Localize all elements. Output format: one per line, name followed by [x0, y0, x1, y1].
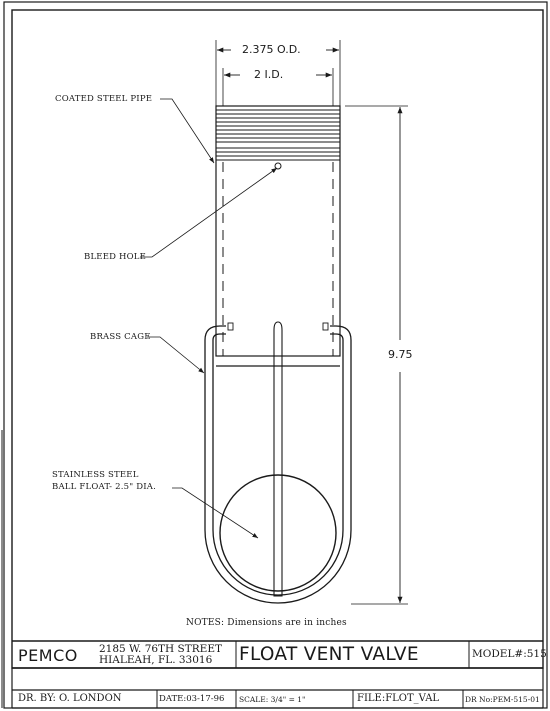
- coated-steel-pipe: [215, 105, 341, 357]
- file-name: FILE:FLOT_VAL: [357, 693, 440, 704]
- length-dimension-label: 9.75: [386, 348, 415, 361]
- drawing-scale: SCALE: 3/4" = 1": [239, 695, 306, 704]
- ball-float: [219, 474, 337, 592]
- notes-text: NOTES: Dimensions are in inches: [186, 618, 347, 628]
- ball-float-callout-line1: STAINLESS STEEL: [52, 470, 139, 480]
- address-line2: HIALEAH, FL. 33016: [99, 654, 213, 666]
- drawing-number: DR No:PEM-515-01: [465, 695, 540, 704]
- bleed-hole-callout: BLEED HOLE: [84, 252, 147, 262]
- cage-leader: [147, 336, 205, 374]
- pipe-leader: [160, 98, 215, 164]
- float-leader: [172, 487, 259, 539]
- outer-border: [3, 1, 548, 709]
- od-dimension-label: 2.375 O.D.: [240, 43, 303, 56]
- ball-float-callout-line2: BALL FLOAT- 2.5" DIA.: [52, 482, 157, 492]
- model-number: MODEL#:515: [472, 648, 547, 660]
- brass-cage-callout: BRASS CAGE: [90, 332, 151, 342]
- company-name: PEMCO: [18, 646, 78, 665]
- address-line1: 2185 W. 76TH STREET: [99, 643, 222, 655]
- title-block-grid: [11, 640, 544, 709]
- bleed-leader: [140, 167, 278, 258]
- drawing-title: FLOAT VENT VALVE: [239, 644, 419, 665]
- drawn-by: DR. BY: O. LONDON: [18, 693, 122, 704]
- id-dimension-label: 2 I.D.: [252, 68, 286, 81]
- brass-cage: [204, 321, 352, 604]
- pipe-callout: COATED STEEL PIPE: [55, 94, 153, 104]
- drawing-date: DATE:03-17-96: [159, 694, 225, 704]
